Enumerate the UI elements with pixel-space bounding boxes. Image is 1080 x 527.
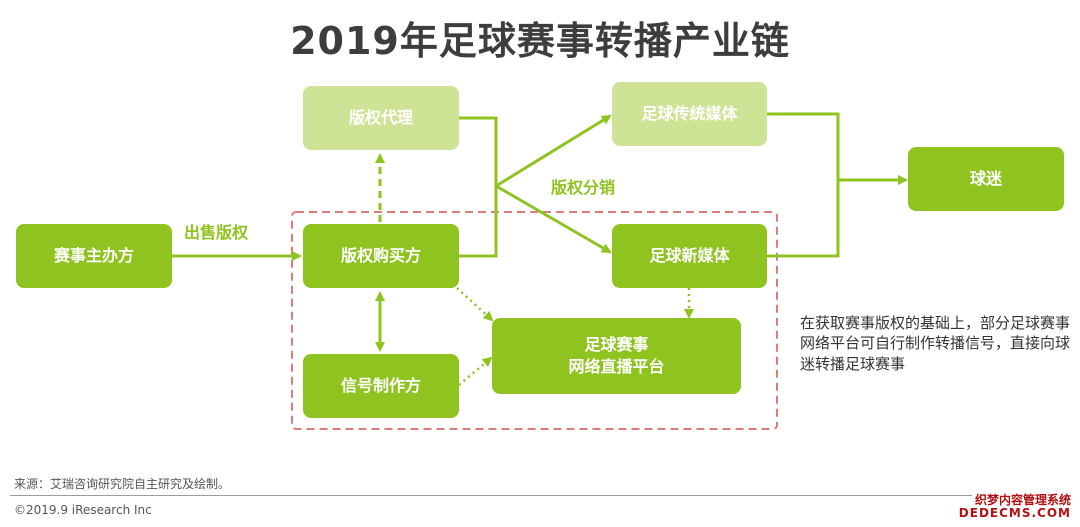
- node-copyright-agent: 版权代理: [303, 86, 459, 150]
- label-distribute-rights: 版权分销: [551, 178, 616, 197]
- annotation-note: 在获取赛事版权的基础上，部分足球赛事网络平台可自行制作转播信号，直接向球迷转播足…: [800, 314, 1071, 373]
- node-live-platform: 足球赛事 网络直播平台: [492, 318, 741, 394]
- arrow-to-traditional-media: [495, 114, 612, 188]
- node-copyright-buyer: 版权购买方: [303, 224, 459, 288]
- copyright-text: ©2019.9 iResearch Inc: [14, 503, 152, 517]
- source-note: 来源：艾瑞咨询研究院自主研究及绘制。: [14, 477, 231, 491]
- line-buyer-to-distribution: [459, 186, 498, 258]
- footer-divider: [10, 495, 1070, 496]
- node-traditional-media: 足球传统媒体: [612, 82, 767, 146]
- node-signal-producer: 信号制作方: [303, 354, 459, 418]
- live-platform-line1: 足球赛事: [584, 335, 649, 355]
- watermark-line1: 织梦内容管理系统: [971, 491, 1074, 508]
- label-sell-rights: 出售版权: [184, 223, 249, 242]
- live-platform-line2: 网络直播平台: [568, 357, 665, 376]
- watermark-line2: DEDECMS.COM: [955, 506, 1074, 520]
- arrow-to-new-media: [495, 184, 612, 254]
- node-organizer: 赛事主办方: [16, 224, 172, 288]
- dotted-signal-to-platform: [458, 356, 493, 386]
- dotted-buyer-to-platform: [456, 287, 494, 322]
- line-agent-to-distribution: [459, 116, 498, 186]
- line-traditional-to-fans: [767, 112, 840, 180]
- node-fans: 球迷: [908, 147, 1064, 211]
- page-title: 2019年足球赛事转播产业链: [290, 19, 790, 63]
- platform-region-box: [291, 211, 778, 430]
- node-new-media: 足球新媒体: [612, 224, 767, 288]
- line-new-media-to-fans: [767, 180, 840, 258]
